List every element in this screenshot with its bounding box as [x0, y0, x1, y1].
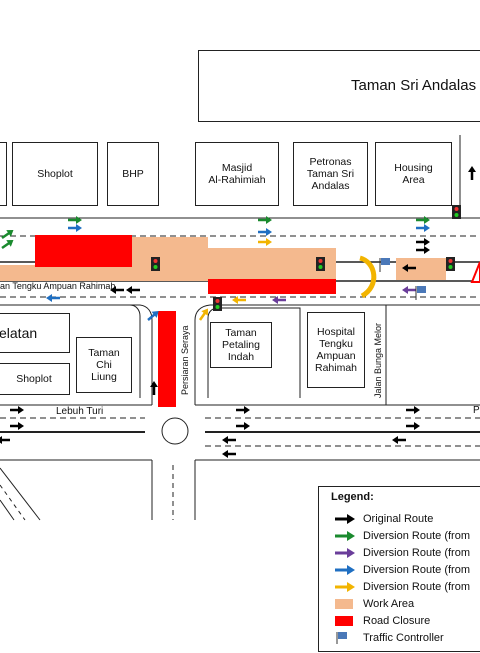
route-arrow-icon	[232, 296, 246, 304]
legend-item-label: Original Route	[363, 513, 434, 525]
masjid-box: Masjid Al-Rahimiah	[195, 142, 279, 206]
route-arrow-icon	[272, 296, 286, 304]
route-arrow-icon	[406, 422, 420, 430]
route-arrow-icon	[198, 308, 209, 321]
route-arrow-icon	[147, 311, 159, 321]
bhp-box: BHP	[107, 142, 159, 206]
route-arrow-icon	[10, 422, 24, 430]
legend-item: Original Route	[333, 511, 433, 527]
selatan-box: elatan	[0, 313, 70, 353]
legend-item-label: Diversion Route (from	[363, 530, 470, 542]
route-arrow-icon	[416, 224, 430, 232]
legend-item-label: Diversion Route (from	[363, 581, 470, 593]
swatch-icon	[333, 598, 357, 610]
route-arrow-icon	[258, 238, 272, 246]
traffic-controller-flag-icon	[379, 258, 390, 272]
route-arrow-icon	[68, 216, 82, 224]
route-arrow-icon	[402, 286, 416, 294]
route-arrow-icon	[416, 246, 430, 254]
traffic-light-icon	[213, 297, 222, 311]
legend-item-label: Work Area	[363, 598, 415, 610]
route-arrow-icon	[126, 286, 140, 294]
right-road-label: P	[473, 405, 480, 416]
legend-title: Legend:	[331, 491, 374, 503]
shoplot-top-box	[0, 142, 7, 206]
legend-item: Work Area	[333, 596, 414, 612]
hospital-box: Hospital Tengku Ampuan Rahimah	[307, 312, 365, 388]
route-arrow-icon	[406, 406, 420, 414]
arrow-icon	[333, 513, 357, 525]
route-arrow-icon	[258, 216, 272, 224]
petronas-box: Petronas Taman Sri Andalas	[293, 142, 368, 206]
arrow-icon	[333, 581, 357, 593]
lebuh-turi-label: Lebuh Turi	[56, 406, 104, 417]
legend-item: Diversion Route (from	[333, 579, 470, 595]
route-arrow-icon	[236, 406, 250, 414]
route-arrow-icon	[258, 228, 272, 236]
taman-petaling-box: Taman Petaling Indah	[210, 322, 272, 368]
arrow-icon	[333, 530, 357, 542]
route-arrow-icon	[150, 381, 158, 395]
arrow-icon	[333, 564, 357, 576]
traffic-controller-flag-icon	[415, 286, 426, 300]
shoplot-top-box: Shoplot	[12, 142, 98, 206]
shoplot-bottom-box: Shoplot	[0, 363, 70, 395]
taman-sri-andalas-box: Taman Sri Andalas	[198, 50, 480, 122]
route-arrow-icon	[110, 286, 124, 294]
route-arrow-icon	[1, 239, 14, 250]
legend-item: Traffic Controller	[333, 630, 444, 646]
legend-item-label: Diversion Route (from	[363, 564, 470, 576]
route-arrow-icon	[46, 294, 60, 302]
route-arrow-icon	[236, 422, 250, 430]
legend-item-label: Traffic Controller	[363, 632, 444, 644]
legend-item-label: Road Closure	[363, 615, 431, 627]
route-arrow-icon	[222, 450, 236, 458]
legend-item: Diversion Route (from	[333, 545, 470, 561]
route-arrow-icon	[392, 436, 406, 444]
route-arrow-icon	[416, 216, 430, 224]
main-road-label: an Tengku Ampuan Rahimah	[0, 281, 116, 291]
legend-item: Road Closure	[333, 613, 430, 629]
route-arrow-icon	[468, 166, 476, 180]
traffic-light-icon	[452, 205, 461, 219]
flag-icon	[333, 632, 357, 644]
route-arrow-icon	[68, 224, 82, 232]
arrow-icon	[333, 547, 357, 559]
route-arrow-icon	[222, 436, 236, 444]
route-arrow-icon	[416, 238, 430, 246]
traffic-light-icon	[316, 257, 325, 271]
route-arrow-icon	[10, 406, 24, 414]
legend-item: Diversion Route (from	[333, 562, 470, 578]
traffic-light-icon	[151, 257, 160, 271]
route-arrow-icon	[1, 229, 14, 240]
legend-item-label: Diversion Route (from	[363, 547, 470, 559]
route-arrow-icon	[0, 436, 10, 444]
route-arrow-icon	[402, 264, 416, 272]
traffic-light-icon	[446, 257, 455, 271]
swatch-icon	[333, 615, 357, 627]
legend-item: Diversion Route (from	[333, 528, 470, 544]
housing-area-box: Housing Area	[375, 142, 452, 206]
taman-chi-liung-box: Taman Chi Liung	[76, 337, 132, 393]
